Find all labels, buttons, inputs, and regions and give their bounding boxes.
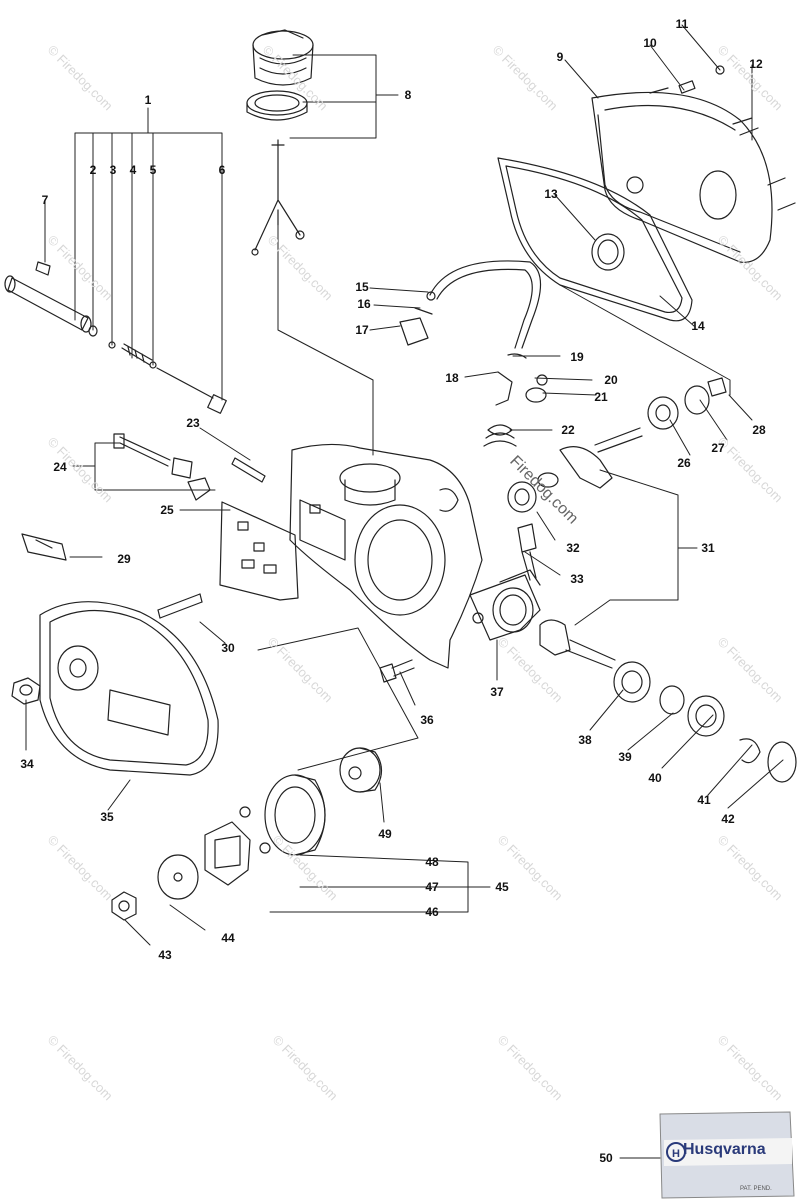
callout-1: 1 bbox=[144, 93, 152, 107]
brand-small-text: PAT. PEND. bbox=[740, 1186, 772, 1192]
callout-38: 38 bbox=[578, 733, 592, 747]
callout-42: 42 bbox=[721, 812, 735, 826]
callout-12: 12 bbox=[749, 57, 763, 71]
callout-13: 13 bbox=[544, 187, 558, 201]
callout-36: 36 bbox=[420, 713, 434, 727]
callout-35: 35 bbox=[100, 810, 114, 824]
oil-cap bbox=[252, 29, 314, 86]
bearing-housing bbox=[469, 569, 541, 641]
clutch-drum-48 bbox=[264, 774, 326, 856]
callout-34: 34 bbox=[20, 757, 34, 771]
belt-cover bbox=[39, 601, 219, 776]
oil-filter bbox=[251, 139, 305, 256]
callout-21: 21 bbox=[594, 390, 608, 404]
callout-24: 24 bbox=[53, 460, 67, 474]
callout-49: 49 bbox=[378, 827, 392, 841]
callout-19: 19 bbox=[570, 350, 584, 364]
callout-16: 16 bbox=[357, 297, 371, 311]
callout-31: 31 bbox=[701, 541, 715, 555]
callout-26: 26 bbox=[677, 456, 691, 470]
callout-40: 40 bbox=[648, 771, 662, 785]
main-housing bbox=[289, 443, 483, 669]
bolt-33 bbox=[517, 523, 537, 581]
callout-50: 50 bbox=[599, 1151, 613, 1165]
callout-23: 23 bbox=[186, 416, 200, 430]
oil-seal-ring bbox=[246, 90, 308, 121]
callout-41: 41 bbox=[697, 793, 711, 807]
stud-30 bbox=[157, 593, 203, 619]
callout-20: 20 bbox=[604, 373, 618, 387]
callout-48: 48 bbox=[425, 855, 439, 869]
pinion-shaft-lower bbox=[539, 619, 797, 783]
tensioner-parts bbox=[113, 433, 299, 601]
callout-14: 14 bbox=[691, 319, 705, 333]
pinion-shaft-upper bbox=[537, 377, 727, 489]
nut-43 bbox=[111, 891, 137, 921]
bearing-32 bbox=[507, 481, 537, 513]
callout-9: 9 bbox=[556, 50, 564, 64]
brand-plate: H bbox=[659, 1111, 795, 1199]
callout-30: 30 bbox=[221, 641, 235, 655]
leader-lines bbox=[25, 24, 784, 1159]
callout-39: 39 bbox=[618, 750, 632, 764]
callout-25: 25 bbox=[160, 503, 174, 517]
spring-47 bbox=[239, 806, 271, 854]
callout-11: 11 bbox=[675, 17, 689, 31]
callout-47: 47 bbox=[425, 880, 439, 894]
nut-34 bbox=[11, 677, 41, 705]
shaft-assembly bbox=[4, 261, 227, 414]
callout-43: 43 bbox=[158, 948, 172, 962]
clutch-46 bbox=[204, 821, 251, 886]
callout-22: 22 bbox=[561, 423, 575, 437]
callout-18: 18 bbox=[445, 371, 459, 385]
tool-29 bbox=[21, 533, 67, 561]
callout-32: 32 bbox=[566, 541, 580, 555]
washer-44 bbox=[157, 854, 199, 900]
callout-33: 33 bbox=[570, 572, 584, 586]
callout-7: 7 bbox=[41, 193, 49, 207]
callout-27: 27 bbox=[711, 441, 725, 455]
callout-17: 17 bbox=[355, 323, 369, 337]
cover-gasket bbox=[497, 157, 693, 322]
brand-name: Husqvarna bbox=[683, 1141, 766, 1158]
callout-15: 15 bbox=[355, 280, 369, 294]
top-cover bbox=[591, 65, 796, 263]
callout-3: 3 bbox=[109, 163, 117, 177]
callout-44: 44 bbox=[221, 931, 235, 945]
callout-10: 10 bbox=[643, 36, 657, 50]
washer-49 bbox=[339, 747, 383, 793]
bolt-36 bbox=[379, 659, 415, 683]
callout-4: 4 bbox=[129, 163, 137, 177]
callout-29: 29 bbox=[117, 552, 131, 566]
callout-5: 5 bbox=[149, 163, 157, 177]
callout-37: 37 bbox=[490, 685, 504, 699]
callout-46: 46 bbox=[425, 905, 439, 919]
svg-text:H: H bbox=[672, 1148, 680, 1160]
callout-28: 28 bbox=[752, 423, 766, 437]
callout-8: 8 bbox=[404, 88, 412, 102]
callout-6: 6 bbox=[218, 163, 226, 177]
callout-2: 2 bbox=[89, 163, 97, 177]
oil-hose bbox=[399, 260, 548, 447]
callout-45: 45 bbox=[495, 880, 509, 894]
